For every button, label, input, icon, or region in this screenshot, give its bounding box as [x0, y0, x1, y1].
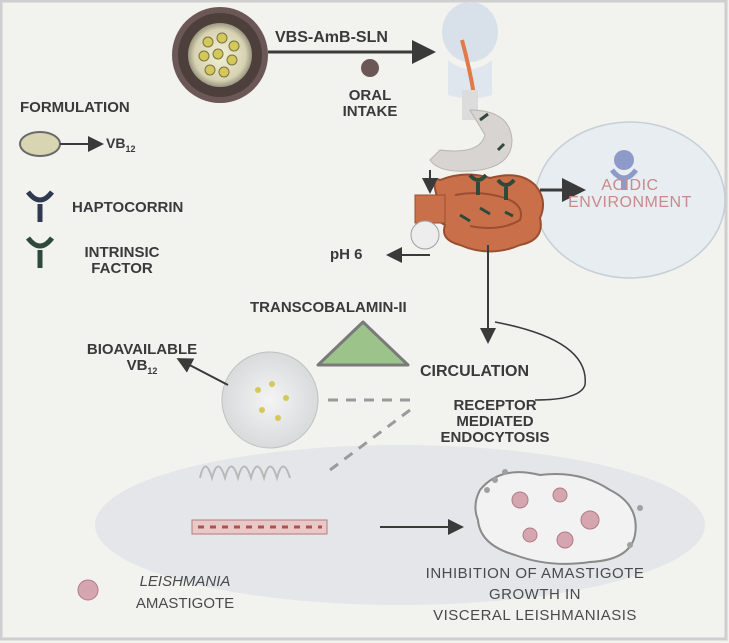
stomach-icon	[429, 90, 513, 172]
intrinsic-line2: FACTOR	[91, 259, 153, 277]
ph-label: pH 6	[330, 246, 363, 263]
macrophage-icon	[474, 469, 643, 565]
intrinsic-factor-icon	[26, 236, 54, 268]
bioavailable-label: BIOAVAILABLE VB12	[62, 342, 222, 376]
leishmania-label: LEISHMANIA AMASTIGOTE	[105, 574, 265, 612]
bioavailable-line2: VB12	[62, 356, 222, 376]
bioavailable-cell-icon	[221, 351, 319, 449]
haptocorrin-icon	[26, 190, 54, 222]
rme-line2: MEDIATED	[456, 412, 534, 430]
human-head-icon	[442, 2, 498, 99]
inhibition-label: INHIBITION OF AMASTIGOTE GROWTH IN VISCE…	[375, 566, 695, 623]
vessel-icon	[191, 519, 328, 535]
acidic-line2: ENVIRONMENT	[568, 193, 692, 211]
oral-intake-label: ORAL INTAKE	[330, 88, 410, 120]
acidic-line1: ACIDIC	[601, 177, 659, 194]
nanoparticle-icon	[172, 7, 268, 103]
oral-line2: INTAKE	[342, 102, 398, 120]
nanoparticle-label: VBS-AmB-SLN	[275, 29, 388, 46]
acid-receptor-icon	[610, 150, 638, 190]
circulation-label: CIRCULATION	[420, 363, 530, 380]
rme-line1: RECEPTOR	[453, 397, 537, 414]
intrinsic-factor-label: INTRINSIC FACTOR	[62, 245, 182, 277]
acidic-label: ACIDIC ENVIRONMENT	[555, 177, 705, 212]
rme-line3: ENDOCYTOSIS	[440, 428, 550, 446]
bioavailable-arrow	[176, 358, 229, 386]
small-nanoparticle-icon	[361, 59, 379, 77]
inhibition-line2: GROWTH IN	[489, 585, 581, 603]
intestine-band	[414, 194, 446, 224]
haptocorrin-label: HAPTOCORRIN	[72, 199, 184, 216]
oral-line1: ORAL	[348, 87, 392, 104]
bioavailable-line1: BIOAVAILABLE	[86, 341, 198, 358]
formulation-label: FORMULATION	[20, 99, 130, 116]
transcobalamin-icon	[316, 320, 410, 367]
leishmania-line2: AMASTIGOTE	[135, 594, 235, 612]
hand-icon-intestine	[468, 173, 516, 200]
circulation-loop	[494, 321, 586, 401]
leishmania-icon	[77, 579, 99, 601]
villi-icon	[199, 465, 291, 482]
rme-label: RECEPTOR MEDIATED ENDOCYTOSIS	[410, 398, 580, 445]
vb12-text: VB	[106, 135, 126, 151]
bioavailable-sub: 12	[147, 365, 158, 376]
intrinsic-line1: INTRINSIC	[84, 244, 160, 261]
vb12-sub: 12	[125, 143, 136, 154]
formulation-vb12-icon	[19, 131, 104, 157]
leishmania-line1: LEISHMANIA	[139, 573, 231, 590]
inhibition-line3: VISCERAL LEISHMANIASIS	[433, 606, 637, 624]
formulation-drop-icon	[410, 220, 440, 250]
inhibition-line1: INHIBITION OF AMASTIGOTE	[425, 565, 645, 582]
vb12-label: VB12	[106, 136, 135, 154]
transcobalamin-label: TRANSCOBALAMIN-II	[250, 299, 407, 316]
intestine-icon	[431, 173, 545, 253]
bioavailable-vb: VB	[126, 356, 148, 374]
